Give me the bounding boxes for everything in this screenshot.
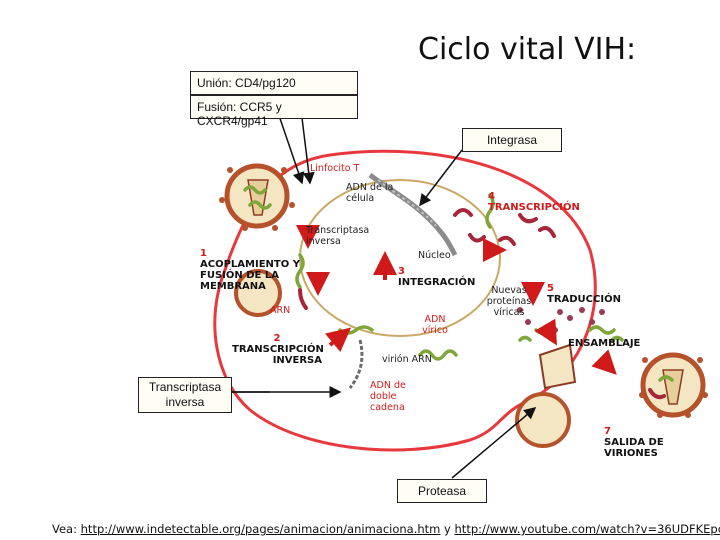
stage-2-text: TRANSCRIPCIÓN INVERSA [232, 344, 324, 366]
stage-1-number: 1 [200, 248, 207, 259]
transcriptasa-label: Transcriptasa inversa [148, 380, 222, 409]
process-arrows [296, 225, 617, 375]
nucleus [299, 179, 501, 337]
virion-arn-label: virión ARN [382, 354, 432, 365]
page-title: Ciclo vital VIH: [418, 32, 637, 67]
proteasa-label: Proteasa [417, 484, 467, 498]
stage-7-text: SALIDA DE VIRIONES [604, 437, 664, 459]
virus-top-left [224, 163, 290, 229]
fusion-box: Fusión: CCR5 y CXCR4/gp41 [190, 95, 358, 128]
footer-sep: y [444, 522, 451, 536]
stage-3: 3 INTEGRACIÓN [398, 266, 475, 288]
stage-3-text: INTEGRACIÓN [398, 277, 476, 288]
stage-7: 7 SALIDA DE VIRIONES [604, 426, 684, 459]
fusion-label: Fusión: CCR5 y CXCR4/gp41 [197, 100, 282, 128]
arn-label: ARN [270, 305, 291, 316]
stage-4-text: TRANSCRIPCIÓN [488, 202, 580, 213]
viral-dna-ladder [348, 339, 364, 389]
virus-bottom-center [515, 392, 571, 448]
virus-left [234, 269, 282, 317]
stage-3-number: 3 [398, 266, 405, 277]
stage-6: 6 ENSAMBLAJE [568, 338, 640, 349]
capsid-assembly [538, 343, 577, 390]
transcriptasa-box: Transcriptasa inversa [138, 377, 232, 413]
virus-right [640, 352, 706, 418]
transcriptasa-diagram-label: Transcriptasa inversa [306, 225, 370, 247]
stage-1-text: ACOPLAMIENTO Y FUSIÓN DE LA MEMBRANA [200, 259, 300, 292]
stage-1: 1 ACOPLAMIENTO Y FUSIÓN DE LA MEMBRANA [200, 248, 300, 292]
stage-4-number: 4 [488, 191, 495, 202]
stage-5-text: TRADUCCIÓN [547, 294, 621, 305]
integrasa-box: Integrasa [462, 128, 562, 152]
stage-6-text: ENSAMBLAJE [568, 338, 641, 349]
linfocito-label: Linfocito T [310, 163, 360, 174]
stage-2: 2 TRANSCRIPCIÓN INVERSA [232, 333, 324, 366]
integrasa-label: Integrasa [486, 133, 538, 147]
stage-7-number: 7 [604, 426, 611, 437]
cell-membrane [213, 149, 597, 452]
stage-5-number: 5 [547, 283, 554, 294]
adn-virico-label: ADN vírico [422, 314, 448, 336]
nucleo-label: Núcleo [418, 250, 451, 261]
stage-4: 4 TRANSCRIPCIÓN [488, 191, 580, 213]
adn-doble-label: ADN de doble cadena [370, 380, 406, 413]
link-youtube[interactable]: http://www.youtube.com/watch?v=36UDFKEpc… [454, 522, 720, 536]
nuevas-proteinas-label: Nuevas proteínas víricas [486, 285, 532, 318]
proteasa-box: Proteasa [397, 479, 487, 503]
footer: Vea: http://www.indetectable.org/pages/a… [52, 522, 720, 536]
stage-2-number: 2 [273, 333, 281, 344]
adn-celula-label: ADN de la célula [346, 182, 394, 204]
footer-prefix: Vea: [52, 522, 77, 536]
union-box: Unión: CD4/pg120 [190, 71, 358, 95]
cell-dna [368, 172, 458, 257]
link-indetectable[interactable]: http://www.indetectable.org/pages/animac… [80, 522, 441, 536]
stage-5: 5 TRADUCCIÓN [547, 283, 621, 305]
envelope-spikes [219, 167, 708, 418]
union-label: Unión: CD4/pg120 [197, 76, 296, 90]
